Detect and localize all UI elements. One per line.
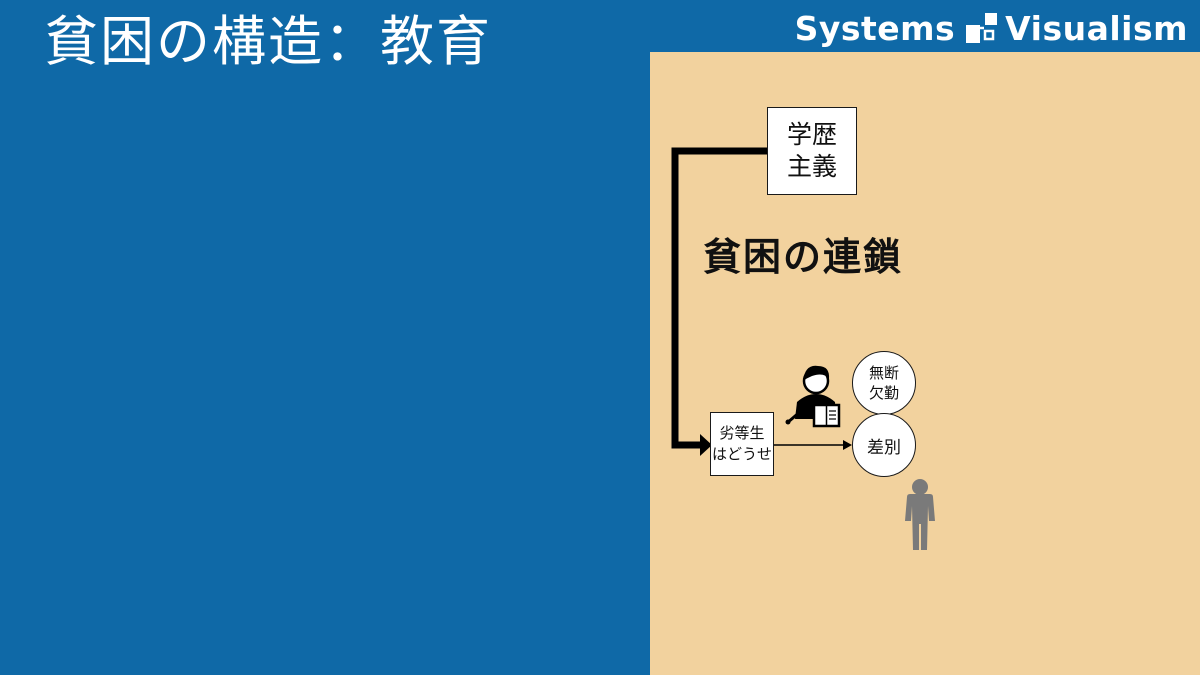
slide-title: 貧困の構造：教育 [44, 10, 492, 73]
arrowhead-sabetsu [843, 440, 852, 450]
brand-text-systems: Systems [794, 8, 956, 48]
node-rettousei-line2: はどうせ [711, 445, 772, 463]
node-gakureki-line2: 主義 [786, 152, 837, 181]
node-rettousei-line1: 劣等生 [719, 424, 765, 442]
connector-arrowhead [700, 434, 712, 456]
person-icon [905, 479, 935, 550]
connector-gakureki-to-rettousei [671, 147, 767, 449]
node-sabetsu: 差別 [852, 413, 916, 477]
teacher-with-book-icon [785, 365, 841, 428]
node-rettousei: 劣等生 はどうせ [710, 412, 774, 476]
brand-text-visualism: Visualism [1005, 8, 1188, 48]
diagram-heading: 貧困の連鎖 [703, 235, 904, 279]
node-mudan-kekkin: 無断 欠勤 [852, 351, 916, 415]
node-mudan-line1: 無断 [868, 364, 899, 382]
node-sabetsu-label: 差別 [867, 437, 901, 458]
diagram-panel [650, 52, 1200, 675]
systems-visualism-logo-icon [965, 11, 999, 45]
brand-logo: Systems Visualism [795, 6, 1188, 50]
node-gakureki-line1: 学歴 [786, 120, 837, 149]
node-mudan-line2: 欠勤 [868, 384, 899, 402]
node-gakureki-shugi: 学歴 主義 [767, 107, 857, 195]
